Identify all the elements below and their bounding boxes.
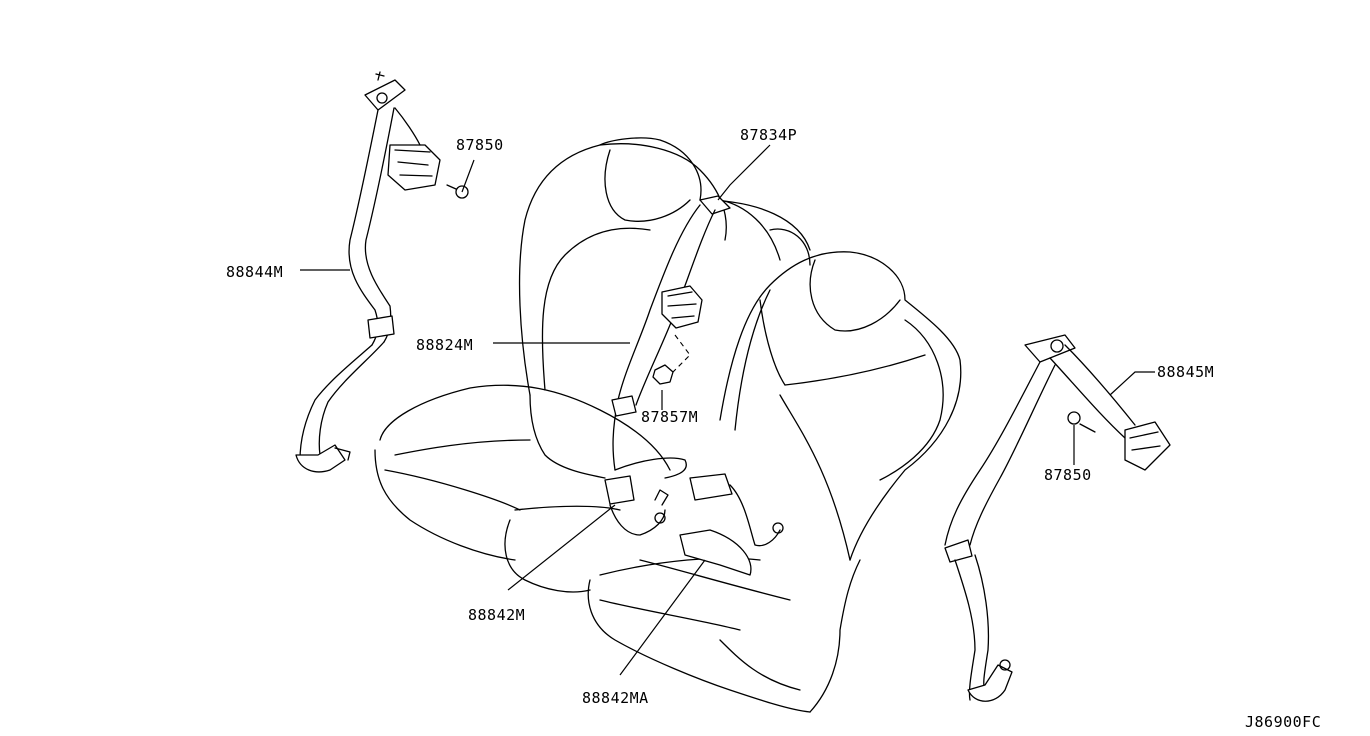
drawing-code: J86900FC	[1245, 713, 1321, 731]
part-label-88824M: 88824M	[416, 336, 473, 354]
part-label-88845M: 88845M	[1157, 363, 1214, 381]
buckle-88842M-assembly	[604, 457, 687, 536]
part-label-87850-upper: 87850	[456, 136, 504, 154]
left-seat-belt-assembly	[295, 71, 441, 473]
part-label-87857M: 87857M	[641, 408, 698, 426]
bolt-87850-lower-icon	[1067, 411, 1096, 433]
part-label-87850-lower: 87850	[1044, 466, 1092, 484]
center-seat-belt-assembly	[611, 195, 731, 471]
part-label-88842MA: 88842MA	[582, 689, 649, 707]
buckle-88842MA-assembly	[679, 473, 784, 576]
right-seat-belt-assembly	[944, 334, 1171, 702]
bolt-87850-upper-icon	[446, 184, 469, 199]
leader-lines	[300, 144, 1155, 676]
part-label-88842M: 88842M	[468, 606, 525, 624]
part-label-88844M: 88844M	[226, 263, 283, 281]
part-label-87834P: 87834P	[740, 126, 797, 144]
